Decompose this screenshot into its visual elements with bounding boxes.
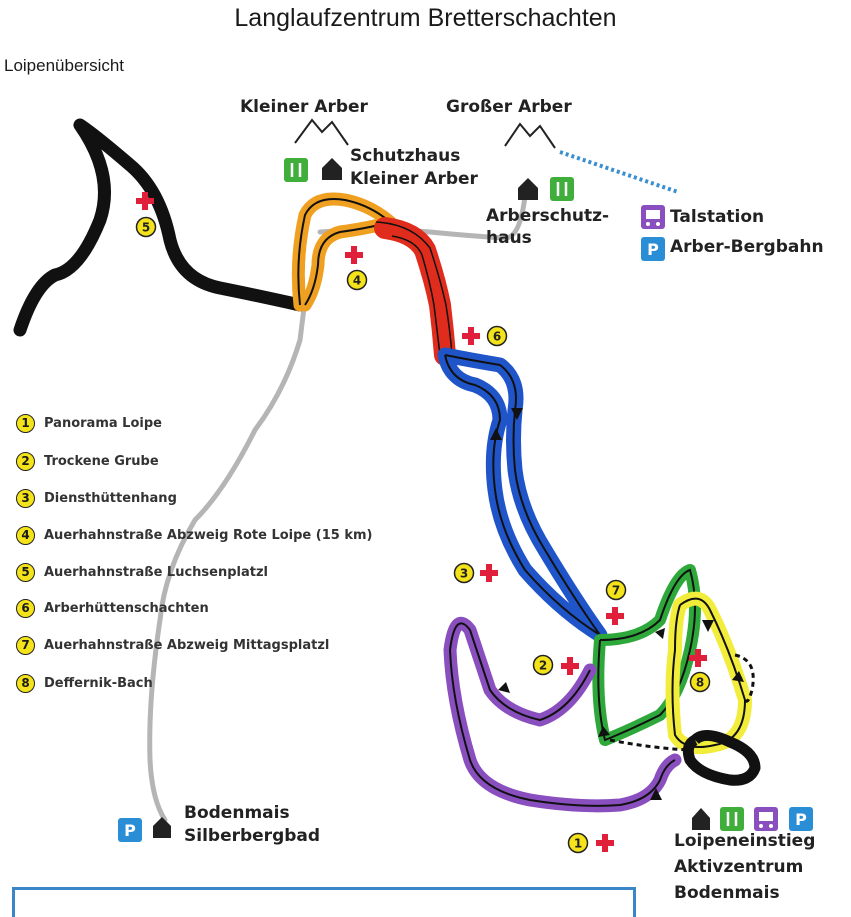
map-marker-1: 1: [567, 832, 589, 854]
parking-icon: P: [641, 237, 665, 261]
legend-item: 4 Auerhahnstraße Abzweig Rote Loipe (15 …: [16, 523, 372, 547]
peak-label-kleiner-arber: Kleiner Arber: [240, 97, 368, 117]
peak-label-grosser-arber: Großer Arber: [446, 97, 572, 117]
place-label-line: Aktivzentrum: [674, 857, 804, 877]
legend-item: 6 Arberhüttenschachten: [16, 596, 209, 620]
page-subtitle: Loipenübersicht: [4, 56, 125, 75]
direction-arrow: [655, 628, 665, 639]
mountain-icon-kleiner-arber: [294, 118, 349, 146]
map-marker-number: 6: [493, 330, 501, 344]
map-marker-5: 5: [135, 216, 157, 238]
legend-item: 5 Auerhahnstraße Luchsenplatzl: [16, 560, 268, 584]
legend-number-badge: 4: [16, 525, 35, 545]
legend-number-badge: 6: [16, 598, 35, 618]
direction-arrow: [702, 620, 714, 632]
place-label-talstation: Talstation: [670, 207, 765, 227]
first-aid-cross-icon: [606, 607, 624, 625]
place-label-line: haus: [486, 228, 532, 248]
trail-blue: [437, 347, 608, 643]
map-marker-number: 3: [460, 567, 468, 581]
first-aid-cross-icon: [345, 246, 363, 264]
place-label-line: Schutzhaus: [350, 146, 461, 166]
direction-arrow: [490, 428, 502, 440]
bus-icon: [754, 807, 778, 831]
trail-purple: [443, 616, 682, 813]
direction-arrow: [598, 726, 610, 737]
map-marker-number: 5: [142, 221, 150, 235]
legend-number-badge: 5: [16, 562, 35, 582]
map-marker-number: 2: [539, 659, 547, 673]
place-label-bergbahn: Arber-Bergbahn: [670, 237, 824, 257]
hut-icon: [518, 178, 538, 200]
legend-item: 7 Auerhahnstraße Abzweig Mittagsplatzl: [16, 633, 329, 657]
place-label-bodenmais: Bodenmais Silberbergbad: [184, 802, 320, 848]
place-label-line: Bodenmais: [184, 803, 290, 823]
legend-label: Arberhüttenschachten: [44, 600, 209, 616]
first-aid-cross-icon: [480, 564, 498, 582]
legend-label: Trockene Grube: [44, 453, 159, 469]
trail-dashed-connector: [609, 653, 755, 752]
legend-number-badge: 2: [16, 451, 35, 471]
first-aid-cross-icon: [462, 327, 480, 345]
legend-label: Auerhahnstraße Luchsenplatzl: [44, 564, 268, 580]
first-aid-cross-icon: [596, 834, 614, 852]
place-label-schutzhaus: Schutzhaus Kleiner Arber: [350, 145, 478, 191]
map-marker-8: 8: [689, 671, 711, 693]
map-marker-number: 8: [696, 676, 704, 690]
place-label-line: Kleiner Arber: [350, 169, 478, 189]
direction-arrow: [732, 671, 744, 682]
restaurant-icon: [284, 158, 308, 182]
parking-icon: P: [118, 818, 142, 842]
legend-item: 2 Trockene Grube: [16, 449, 159, 473]
place-label-arberschutzhaus: Arberschutz- haus: [486, 205, 609, 249]
place-label-line: Silberbergbad: [184, 826, 321, 846]
map-marker-number: 1: [574, 837, 582, 851]
direction-arrow: [498, 682, 510, 693]
legend-label: Diensthüttenhang: [44, 490, 177, 506]
legend-item: 8 Deffernik-Bach: [16, 671, 153, 695]
legend-label: Auerhahnstraße Abzweig Rote Loipe (15 km…: [44, 527, 373, 543]
trail-red: [374, 217, 456, 366]
legend-number-badge: 3: [16, 488, 35, 508]
direction-arrow: [650, 788, 662, 800]
first-aid-cross-icon: [561, 657, 579, 675]
place-label-loipeneinstieg: Loipeneinstieg Aktivzentrum Bodenmais: [674, 828, 815, 906]
trail-black-east: [682, 730, 761, 786]
map-marker-number: 4: [353, 274, 361, 288]
restaurant-icon: [720, 807, 744, 831]
hut-icon: [322, 158, 342, 180]
direction-arrow: [511, 408, 523, 420]
first-aid-cross-icon: [136, 192, 154, 210]
cable-car-line: [559, 150, 679, 194]
legend-number-badge: 1: [16, 413, 35, 433]
legend-number-badge: 8: [16, 673, 35, 693]
map-marker-4: 4: [346, 269, 368, 291]
parking-icon: P: [789, 807, 813, 831]
map-marker-7: 7: [605, 579, 627, 601]
map-marker-3: 3: [453, 562, 475, 584]
bus-icon: [641, 205, 665, 229]
page-title: Langlaufzentrum Bretterschachten: [234, 4, 617, 32]
legend-item: 3 Diensthüttenhang: [16, 486, 177, 510]
trail-black-west: [13, 118, 307, 337]
map-marker-number: 7: [612, 584, 620, 598]
place-label-line: Bodenmais: [674, 883, 780, 903]
place-label-line: Loipeneinstieg: [674, 831, 816, 851]
place-label-line: Arberschutz-: [486, 206, 610, 226]
hut-icon: [692, 808, 710, 830]
mountain-icon-grosser-arber: [504, 122, 556, 149]
grey-path-west: [147, 297, 308, 823]
first-aid-cross-icon: [689, 649, 707, 667]
map-marker-6: 6: [486, 325, 508, 347]
legend-item: 1 Panorama Loipe: [16, 411, 162, 435]
legend-label: Panorama Loipe: [44, 415, 162, 431]
restaurant-icon: [550, 177, 574, 201]
legend-label: Deffernik-Bach: [44, 675, 153, 691]
hut-icon: [153, 817, 171, 838]
legend-number-badge: 7: [16, 635, 35, 655]
map-marker-2: 2: [532, 654, 554, 676]
legend-label: Auerhahnstraße Abzweig Mittagsplatzl: [44, 637, 330, 653]
info-box-frame: [12, 887, 636, 917]
